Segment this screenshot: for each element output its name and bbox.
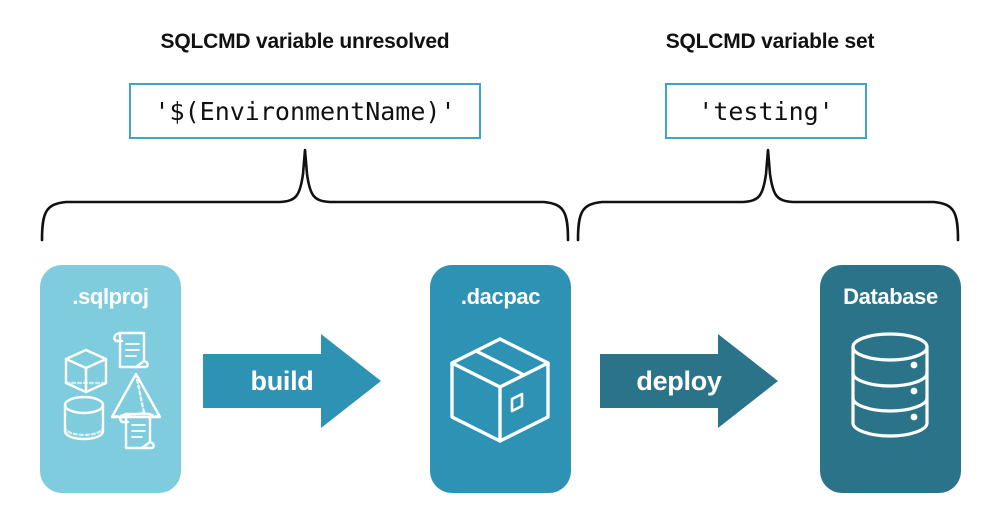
- brace-group: [40, 148, 960, 242]
- card-dacpac-artwork: [450, 337, 550, 443]
- arrow-deploy-shape: [600, 334, 778, 428]
- card-dacpac: .dacpac: [430, 265, 571, 493]
- heading-sqlcmd-variable-unresolved: SQLCMD variable unresolved: [160, 30, 450, 53]
- code-box-testing: 'testing': [665, 83, 867, 139]
- card-sqlproj-artwork: [63, 331, 162, 450]
- pyramid-icon: [110, 372, 162, 419]
- brace-right: [576, 148, 960, 242]
- arrow-deploy: deploy: [600, 332, 800, 430]
- script-icon: [119, 412, 155, 450]
- card-database-artwork: [851, 332, 929, 438]
- heading-sqlcmd-variable-set: SQLCMD variable set: [665, 30, 875, 53]
- arrow-build: build: [203, 332, 403, 430]
- cube-icon: [64, 348, 108, 394]
- card-sqlproj-title: .sqlproj: [72, 284, 149, 309]
- brace-left: [40, 148, 570, 242]
- package-box-icon: [450, 337, 550, 443]
- cylinder-icon: [63, 395, 105, 441]
- card-database: Database: [820, 265, 961, 493]
- card-dacpac-title: .dacpac: [460, 284, 541, 309]
- arrow-build-shape: [203, 334, 381, 428]
- code-box-environment-name: '$(EnvironmentName)': [129, 83, 481, 139]
- card-database-title: Database: [843, 284, 938, 309]
- card-sqlproj: .sqlproj: [40, 265, 181, 493]
- script-icon: [113, 331, 149, 369]
- database-cylinder-icon: [851, 332, 929, 438]
